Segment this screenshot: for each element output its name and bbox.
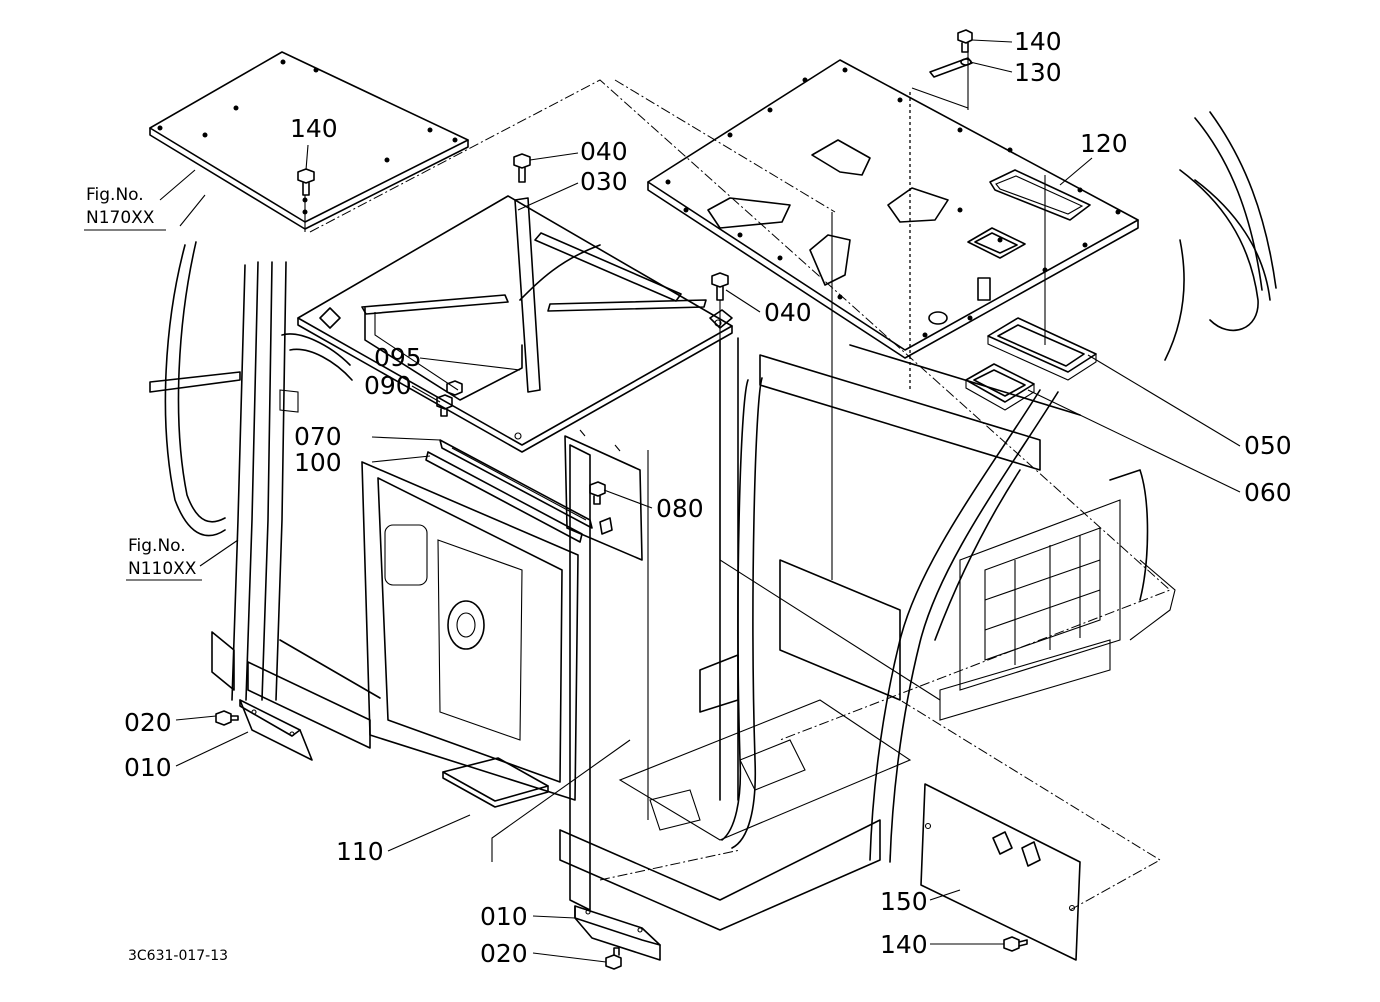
figure-ref-left-code: N110XX [128,559,197,579]
duct-seal-050 [987,317,1097,381]
washer-130-icon [929,57,973,78]
callout-060: 060 [1244,478,1292,507]
callout-080: 080 [656,494,704,523]
top-cover-plate [149,51,469,230]
callout-040-left: 040 [580,137,628,166]
trim-strip-070 [439,439,593,529]
bolt-080-icon [589,481,606,505]
callout-leaders [159,39,1241,963]
figure-ref-left-label: Fig.No. [128,536,186,556]
callout-010-lower: 010 [480,902,528,931]
duct-seal-upper [967,227,1026,259]
step-plate-010-left [239,699,313,761]
figure-ref-top-label: Fig.No. [86,185,144,205]
callout-070: 070 [294,422,342,451]
callout-010-left: 010 [124,753,172,782]
callout-020-left: 020 [124,708,172,737]
duct-seal-060 [965,363,1035,411]
seal-bar-100 [425,451,583,543]
bolt-140-panel-icon [1003,936,1028,952]
callout-120: 120 [1080,129,1128,158]
bolt-020-left-icon [215,710,239,726]
side-panel-150 [920,783,1081,961]
callout-140-cover: 140 [290,114,338,143]
callout-095: 095 [374,343,422,372]
console-bracket-030 [297,195,733,453]
inner-bracket-080 [564,429,643,561]
figure-ref-left: Fig.No. N110XX [126,536,202,581]
cab-frame [149,111,1277,931]
figure-ref-top-code: N170XX [86,208,155,228]
callout-labels: 140 130 120 140 040 030 040 095 090 070 … [124,27,1292,968]
assembly-lines [304,52,1171,911]
callout-040-right: 040 [764,298,812,327]
callout-110: 110 [336,837,384,866]
step-plate-110 [442,757,549,808]
callout-090: 090 [364,371,412,400]
nut-095-icon [446,380,463,396]
callout-020-lower: 020 [480,939,528,968]
callout-030: 030 [580,167,628,196]
bolt-040-right-icon [711,272,729,301]
bolt-140-top-icon [957,29,973,53]
bolt-140-cover-icon [297,168,315,196]
callout-140-top: 140 [1014,27,1062,56]
step-plate-010-lower [574,905,661,961]
callout-130: 130 [1014,58,1062,87]
bolt-090-icon [436,394,453,417]
callout-150: 150 [880,887,928,916]
bolt-020-lower-icon [605,947,622,970]
figure-ref-top: Fig.No. N170XX [84,185,166,231]
roof-floor-plate-120 [647,59,1139,359]
callout-050: 050 [1244,431,1292,460]
drawing-code: 3C631-017-13 [128,948,228,964]
callout-100: 100 [294,448,342,477]
bolt-040-left-icon [513,153,531,183]
callout-140-panel: 140 [880,930,928,959]
